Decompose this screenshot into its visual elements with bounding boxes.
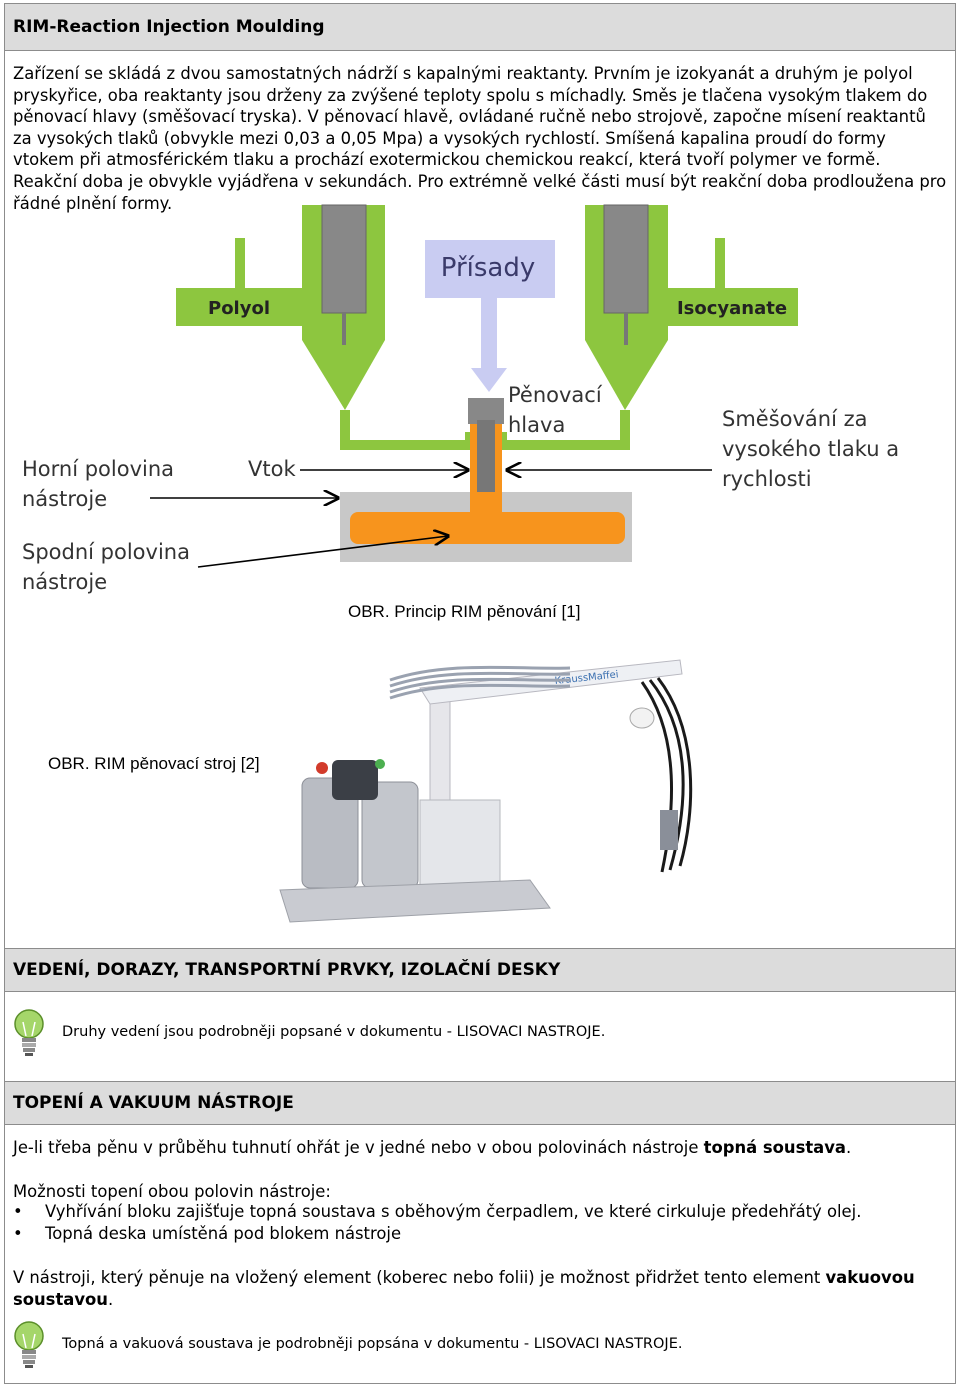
isocyanate-label-box — [666, 288, 798, 326]
rim-machine-photo: KraussMaffei — [279, 659, 693, 923]
spodni-polovina-label-1: Spodní polovina — [22, 540, 190, 564]
bullet-dot: • — [13, 1224, 23, 1243]
section-title: RIM-Reaction Injection Moulding — [13, 17, 325, 37]
mould-cavity-orange — [350, 512, 625, 544]
machine-boom — [419, 659, 683, 705]
topeni-paragraph-1: Je-li třeba pěnu v průběhu tuhnutí ohřát… — [13, 1137, 948, 1159]
horni-polovina-label-2: nástroje — [22, 487, 107, 511]
penovaci-hlava-label-1: Pěnovací — [508, 383, 603, 407]
machine-green-valve — [375, 759, 385, 769]
section-title: TOPENÍ A VAKUUM NÁSTROJE — [13, 1093, 294, 1113]
machine-mixhead — [660, 810, 678, 850]
penovaci-hlava-label-2: hlava — [508, 413, 565, 437]
vedeni-tip: Druhy vedení jsou podrobněji popsané v d… — [62, 1024, 606, 1040]
section-header-vedeni: VEDENÍ, DORAZY, TRANSPORTNÍ PRVKY, IZOLA… — [5, 948, 955, 992]
machine-motor — [332, 760, 378, 800]
machine-hoses — [389, 665, 571, 700]
machine-red-valve — [316, 762, 328, 774]
bullet-text: Vyhřívání bloku zajišťuje topná soustava… — [45, 1202, 862, 1221]
topeni-tip: Topná a vakuová soustava je podrobněji p… — [62, 1336, 683, 1352]
smesovani-label-3: rychlosti — [722, 467, 812, 491]
spodni-polovina-label-2: nástroje — [22, 570, 107, 594]
machine-cabinet — [419, 799, 501, 893]
topeni-p1-end: . — [845, 1138, 852, 1157]
topeni-p1-text: Je-li třeba pěnu v průběhu tuhnutí ohřát… — [13, 1138, 704, 1157]
bullet-text: Topná deska umístěná pod blokem nástroje — [45, 1224, 402, 1243]
topeni-paragraph-2: Možnosti topení obou polovin nástroje: — [13, 1182, 331, 1201]
topeni-p3-bold: vakuovou soustavou — [13, 1268, 915, 1309]
smesovani-label-2: vysokého tlaku a — [722, 437, 899, 461]
diagram-caption: OBR. Princip RIM pěnování [1] — [348, 602, 581, 621]
prisady-label: Přísady — [441, 253, 536, 283]
section-title: VEDENÍ, DORAZY, TRANSPORTNÍ PRVKY, IZOLA… — [13, 960, 561, 980]
horni-polovina-label-1: Horní polovina — [22, 457, 174, 481]
machine-base — [279, 879, 551, 923]
machine-dome — [629, 707, 655, 729]
rim-paragraph: Zařízení se skládá z dvou samostatných n… — [13, 64, 947, 213]
prisady-box — [425, 240, 555, 298]
section-header-rim: RIM-Reaction Injection Moulding — [5, 3, 955, 51]
section-header-topeni: TOPENÍ A VAKUUM NÁSTROJE — [5, 1081, 955, 1125]
left-tank-motor — [321, 204, 367, 314]
lightbulb-icon — [14, 1009, 44, 1056]
bullet-dot: • — [13, 1202, 23, 1221]
smesovani-label-1: Směšování za — [722, 407, 868, 431]
isocyanate-label: Isocyanate — [677, 298, 787, 319]
lightbulb-icon — [14, 1321, 44, 1368]
mixing-head-top — [468, 398, 504, 424]
prisady-arrow — [471, 298, 507, 392]
topeni-p1-bold: topná soustava — [703, 1138, 846, 1157]
right-tank-motor — [603, 204, 649, 314]
vtok-label: Vtok — [248, 457, 296, 481]
topeni-p3-end: . — [107, 1289, 114, 1309]
spodni-arrow — [197, 536, 448, 568]
mixing-head-piston — [477, 420, 495, 492]
machine-caption: OBR. RIM pěnovací stroj [2] — [48, 754, 260, 773]
topeni-paragraph-3: V nástroji, který pěnuje na vložený elem… — [13, 1267, 948, 1310]
polyol-label-box — [176, 288, 302, 326]
rim-principle-diagram: Polyol Isocyanate Přísady Pěnovací hlava… — [22, 204, 899, 594]
topeni-p3-text: V nástroji, který pěnuje na vložený elem… — [13, 1268, 826, 1287]
polyol-label: Polyol — [208, 298, 270, 319]
